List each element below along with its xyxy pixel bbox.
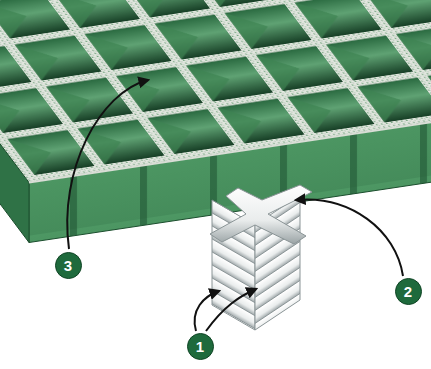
grating-edge <box>29 120 431 183</box>
leader-lines <box>67 80 403 331</box>
callout-number: 1 <box>187 333 214 360</box>
callout-number: 2 <box>395 278 422 305</box>
callout-number: 3 <box>55 252 82 279</box>
grating-side-face <box>0 51 29 243</box>
